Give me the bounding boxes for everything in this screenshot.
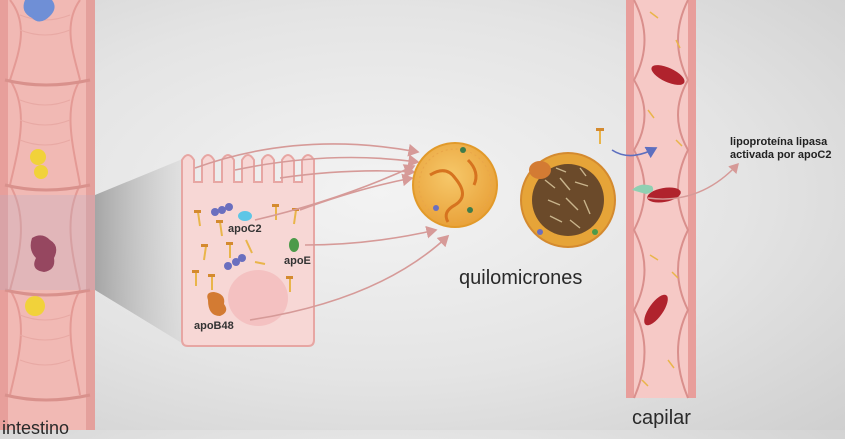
label-intestine: intestino — [2, 418, 70, 438]
label-lipase-line1: lipoproteína lipasa — [730, 136, 828, 148]
chylomicron-nascent — [412, 142, 498, 228]
cell-proteins — [207, 203, 299, 316]
cell-lipid-molecules — [195, 206, 297, 292]
lipase-pointer-arrow — [647, 162, 739, 200]
apoB48-protein — [207, 292, 227, 316]
apoE-protein — [289, 238, 299, 252]
label-capillary: capilar — [632, 407, 691, 429]
red-blood-cell — [644, 294, 668, 326]
zoom-shadow — [95, 158, 185, 345]
label-lipase: lipoproteína lipasa activada por apoC2 — [730, 136, 831, 162]
intestine-contents — [23, 0, 57, 316]
chylomicron-mature — [520, 152, 616, 248]
intestine-wall — [0, 0, 95, 430]
apoC2-protein — [238, 211, 252, 221]
transport-arrows — [194, 143, 450, 321]
fatty-acid-release — [596, 128, 658, 159]
label-chylomicrons: quilomicrones — [459, 267, 583, 289]
label-apoB48: apoB48 — [194, 320, 234, 332]
highlighted-segment — [0, 195, 95, 290]
nucleus — [228, 270, 288, 326]
label-lipase-line2: activada por apoC2 — [730, 149, 832, 161]
chylomicron-diagram — [0, 0, 739, 430]
lipoprotein-lipase — [632, 184, 654, 194]
label-apoE: apoE — [284, 255, 311, 267]
label-apoC2: apoC2 — [228, 223, 262, 235]
red-blood-cell — [651, 65, 685, 85]
